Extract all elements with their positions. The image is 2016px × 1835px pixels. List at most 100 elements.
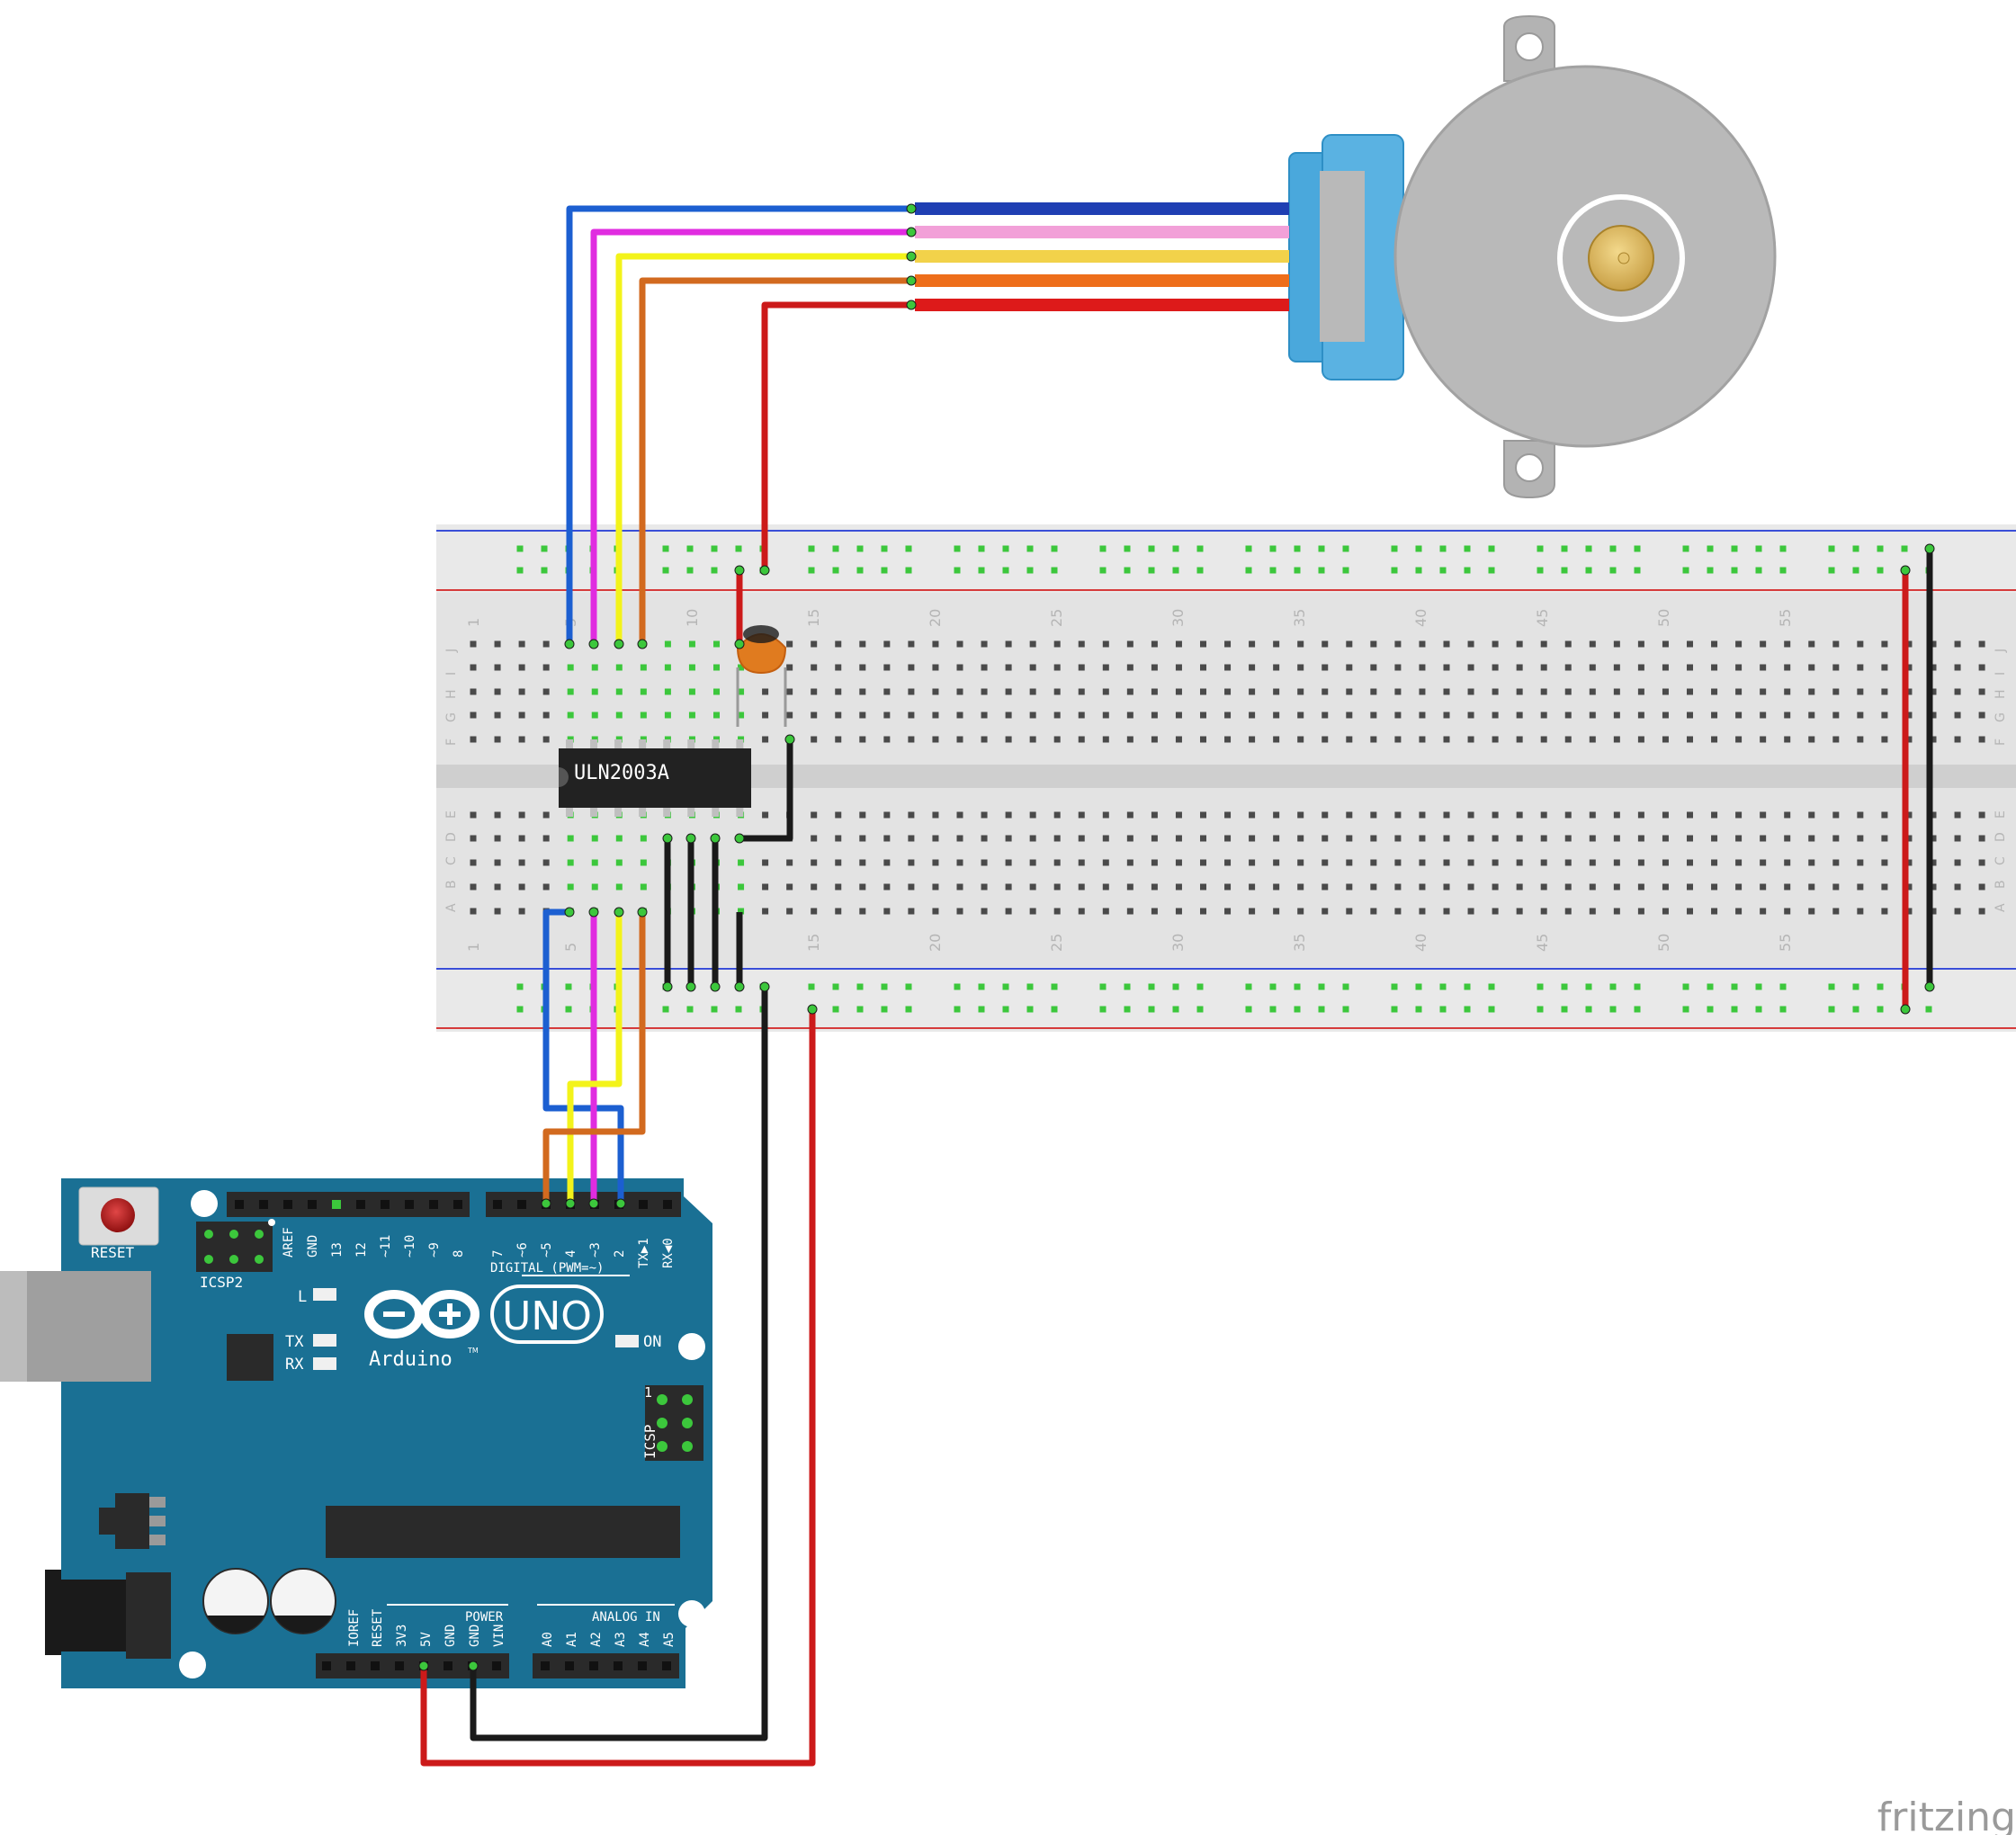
header-hole[interactable] xyxy=(395,1661,404,1670)
rail-hole xyxy=(516,983,524,990)
ic-pin xyxy=(639,806,647,817)
breadboard-hole xyxy=(932,883,939,891)
pin-label-9[interactable]: ~9 xyxy=(427,1242,442,1258)
electrolytic-capacitor xyxy=(202,1568,269,1634)
breadboard-hole xyxy=(883,883,891,891)
pin-label-gnd[interactable]: GND xyxy=(306,1235,320,1258)
arduino-tm: TM xyxy=(467,1347,479,1355)
pin-label-8[interactable]: 8 xyxy=(452,1250,466,1258)
rail-hole xyxy=(832,567,839,574)
breadboard-hole xyxy=(615,859,623,866)
header-hole[interactable] xyxy=(453,1200,462,1209)
breadboard-hole xyxy=(1200,640,1206,648)
breadboard-hole xyxy=(1978,883,1985,891)
header-hole[interactable] xyxy=(429,1200,438,1209)
breadboard-hole xyxy=(1297,908,1304,915)
breadboard-hole xyxy=(1297,883,1304,891)
pin-label-a1[interactable]: A1 xyxy=(565,1632,579,1647)
breadboard-hole xyxy=(1540,640,1547,648)
header-hole[interactable] xyxy=(371,1661,380,1670)
header-hole[interactable] xyxy=(381,1200,390,1209)
breadboard-hole xyxy=(1613,712,1620,719)
pin-label-11[interactable]: ~11 xyxy=(379,1235,393,1258)
pin-label-7[interactable]: 7 xyxy=(491,1250,506,1258)
breadboard-hole xyxy=(859,688,866,695)
header-hole[interactable] xyxy=(332,1200,341,1209)
breadboard-hole xyxy=(1273,811,1280,819)
rail-hole xyxy=(1318,1006,1325,1013)
rail-hole xyxy=(1488,1006,1495,1013)
header-hole[interactable] xyxy=(493,1200,502,1209)
voltage-regulator xyxy=(99,1493,166,1549)
rail-hole xyxy=(1415,983,1422,990)
header-hole[interactable] xyxy=(356,1200,365,1209)
header-hole[interactable] xyxy=(639,1200,648,1209)
pin-label-vin[interactable]: VIN xyxy=(492,1625,506,1647)
pin-label-6[interactable]: ~6 xyxy=(515,1242,530,1258)
breadboard-hole xyxy=(1394,859,1402,866)
breadboard-hole xyxy=(1857,811,1864,819)
breadboard-hole xyxy=(1930,883,1937,891)
pin-label-gnd-2[interactable]: GND xyxy=(468,1625,482,1647)
pin-label-3v3[interactable]: 3V3 xyxy=(395,1625,409,1647)
wire-end xyxy=(906,300,917,310)
pin-label-gnd-1[interactable]: GND xyxy=(444,1625,458,1647)
pin-label-rx0[interactable]: RX◀0 xyxy=(661,1238,676,1268)
header-hole[interactable] xyxy=(346,1661,355,1670)
breadboard-hole xyxy=(1200,736,1206,743)
breadboard-hole xyxy=(1224,908,1232,915)
breadboard-hole xyxy=(1370,736,1377,743)
header-hole[interactable] xyxy=(541,1661,550,1670)
pin-label-2[interactable]: 2 xyxy=(613,1250,627,1258)
breadboard-hole xyxy=(956,859,963,866)
pin-label-a3[interactable]: A3 xyxy=(614,1632,628,1647)
breadboard-hole xyxy=(1564,811,1572,819)
header-hole[interactable] xyxy=(405,1200,414,1209)
breadboard-hole xyxy=(1273,640,1280,648)
pin-label-10[interactable]: ~10 xyxy=(403,1235,417,1258)
pin-label-13[interactable]: 13 xyxy=(330,1242,345,1258)
header-hole[interactable] xyxy=(259,1200,268,1209)
header-hole[interactable] xyxy=(638,1661,647,1670)
breadboard-hole xyxy=(1492,640,1499,648)
breadboard-hole xyxy=(1370,811,1377,819)
reset-button-cap[interactable] xyxy=(101,1198,135,1232)
header-hole[interactable] xyxy=(283,1200,292,1209)
pin-label-3[interactable]: ~3 xyxy=(588,1242,603,1258)
breadboard-hole xyxy=(835,859,842,866)
pin-label-a0[interactable]: A0 xyxy=(541,1632,555,1647)
header-hole[interactable] xyxy=(565,1661,574,1670)
header-hole[interactable] xyxy=(235,1200,244,1209)
header-hole[interactable] xyxy=(663,1200,672,1209)
pin-label-5v[interactable]: 5V xyxy=(419,1632,434,1647)
breadboard-hole xyxy=(1978,908,1985,915)
pin-label-4[interactable]: 4 xyxy=(564,1250,578,1258)
pin-label-a5[interactable]: A5 xyxy=(662,1632,676,1647)
header-hole[interactable] xyxy=(444,1661,452,1670)
pin-label-a4[interactable]: A4 xyxy=(638,1632,652,1647)
pin-label-tx1[interactable]: TX▶1 xyxy=(637,1238,651,1268)
header-hole[interactable] xyxy=(322,1661,331,1670)
header-hole[interactable] xyxy=(308,1200,317,1209)
breadboard-hole xyxy=(811,811,818,819)
breadboard-hole xyxy=(1200,883,1206,891)
pin-label-5[interactable]: ~5 xyxy=(540,1242,554,1258)
header-hole[interactable] xyxy=(517,1200,526,1209)
wire-end xyxy=(1900,1004,1911,1015)
header-hole[interactable] xyxy=(662,1661,671,1670)
pin-label-12[interactable]: 12 xyxy=(354,1242,369,1258)
breadboard-hole xyxy=(1832,908,1840,915)
wire-endpoints xyxy=(418,203,1935,1671)
col-num-top-15: 15 xyxy=(805,609,822,627)
pin-label-ioref[interactable]: IOREF xyxy=(347,1609,362,1647)
pin-label-a2[interactable]: A2 xyxy=(589,1632,604,1647)
header-hole[interactable] xyxy=(614,1661,623,1670)
pin-label-aref[interactable]: AREF xyxy=(282,1227,296,1258)
rail-hole xyxy=(808,545,815,552)
breadboard-hole xyxy=(1151,712,1158,719)
pin-label-reset[interactable]: RESET xyxy=(371,1608,385,1647)
header-hole[interactable] xyxy=(589,1661,598,1670)
header-hole[interactable] xyxy=(492,1661,501,1670)
breadboard-hole xyxy=(567,883,574,891)
breadboard-hole xyxy=(1589,736,1596,743)
